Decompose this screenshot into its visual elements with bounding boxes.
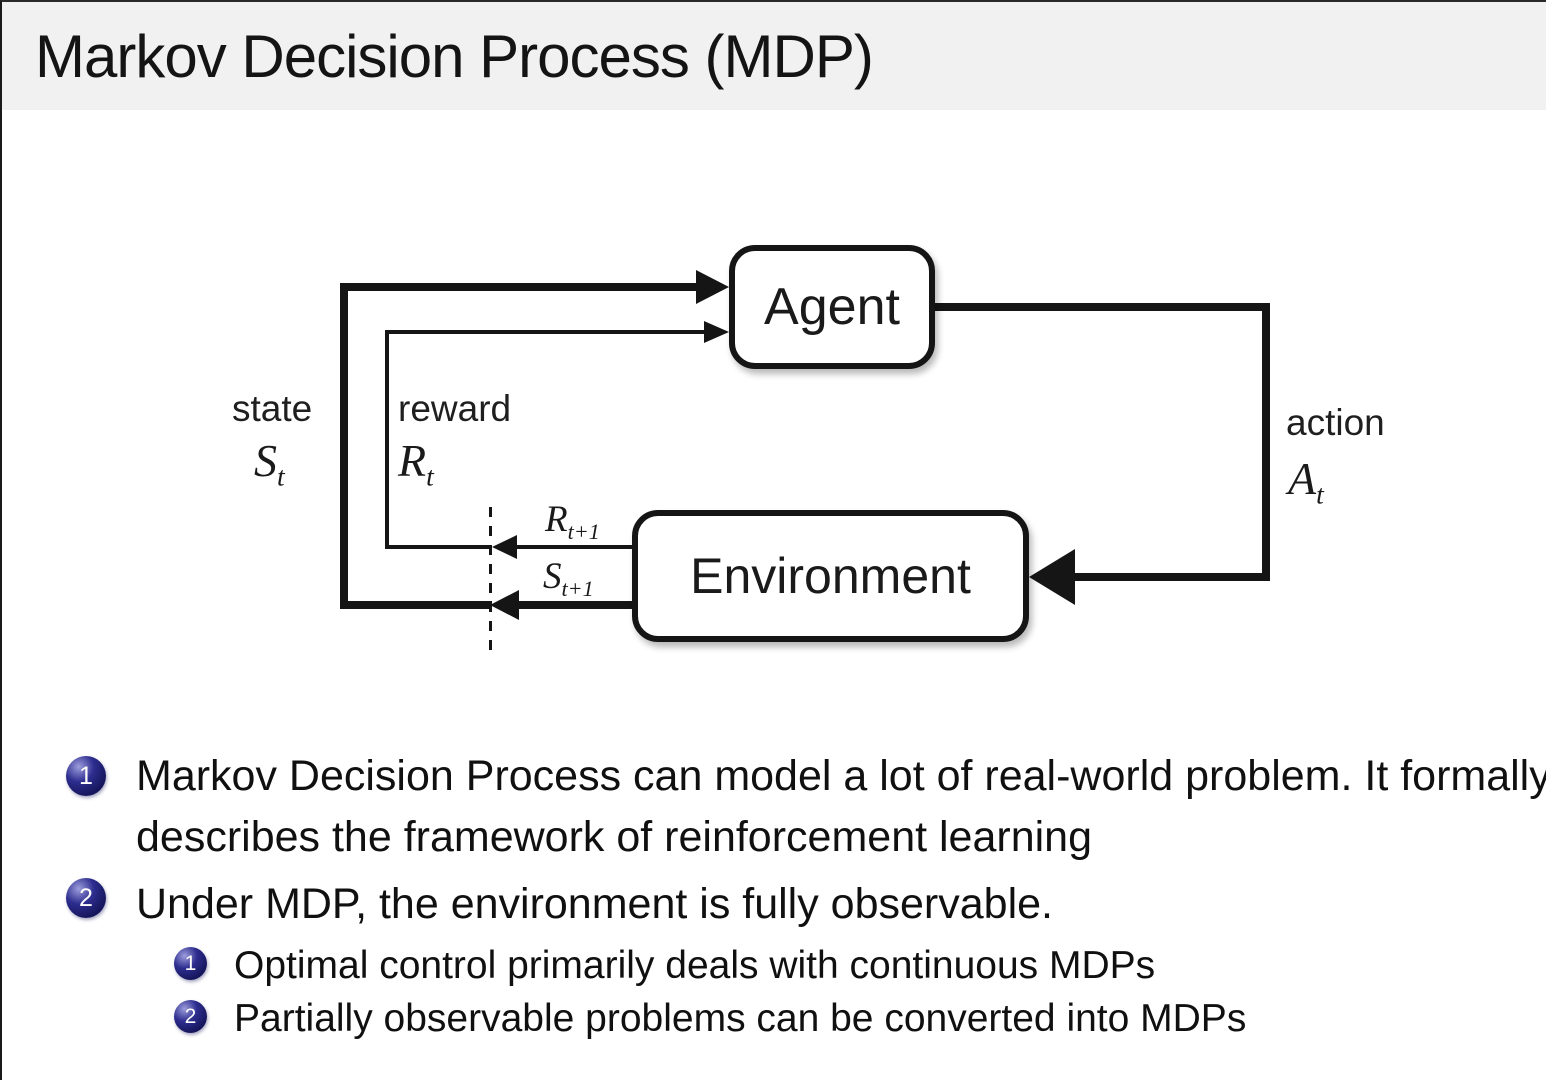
reward-line-left bbox=[385, 330, 389, 549]
slide-title-bar: Markov Decision Process (MDP) bbox=[2, 2, 1546, 110]
state-label: state bbox=[232, 388, 313, 429]
reward-line-top bbox=[385, 330, 707, 334]
action-line-top bbox=[935, 303, 1270, 311]
timestep-boundary-dashed-line bbox=[489, 507, 492, 655]
agent-box-label: Agent bbox=[764, 278, 900, 336]
bullet-2-text: Under MDP, the environment is fully obse… bbox=[136, 880, 1053, 928]
action-symbol: At bbox=[1288, 453, 1324, 510]
next-state-symbol: St+1 bbox=[543, 556, 594, 601]
sub-bullet-2-text: Partially observable problems can be con… bbox=[234, 997, 1247, 1040]
next-reward-line-right bbox=[516, 545, 632, 549]
action-to-environment-arrowhead bbox=[1029, 549, 1075, 605]
state-line-left bbox=[340, 283, 348, 609]
reward-to-agent-arrowhead bbox=[704, 321, 729, 343]
sub-bullet-1-text: Optimal control primarily deals with con… bbox=[234, 944, 1156, 987]
reward-symbol: Rt bbox=[398, 435, 434, 492]
bullet-1-number-ball: 1 bbox=[66, 756, 106, 796]
state-symbol: St bbox=[254, 435, 285, 492]
next-state-line-left bbox=[340, 601, 492, 609]
bullet-2-number-ball: 2 bbox=[66, 878, 106, 918]
reward-label: reward bbox=[398, 388, 512, 429]
sub-bullet-2-number-ball: 2 bbox=[174, 1000, 207, 1033]
next-state-line-right bbox=[518, 601, 632, 609]
next-reward-line-left bbox=[385, 545, 492, 549]
agent-box: Agent bbox=[729, 245, 935, 369]
environment-box-label: Environment bbox=[690, 548, 971, 604]
action-label: action bbox=[1286, 402, 1385, 443]
action-line-bottom bbox=[1074, 573, 1270, 581]
action-line-right bbox=[1262, 303, 1270, 581]
next-state-arrowhead bbox=[490, 590, 519, 620]
slide-title: Markov Decision Process (MDP) bbox=[35, 22, 874, 90]
sub-bullet-1-number-ball: 1 bbox=[174, 947, 207, 980]
environment-box: Environment bbox=[632, 510, 1029, 642]
bullet-1-text: Markov Decision Process can model a lot … bbox=[136, 752, 1546, 861]
next-reward-symbol: Rt+1 bbox=[545, 499, 600, 544]
state-line-top bbox=[340, 283, 702, 291]
state-to-agent-arrowhead bbox=[696, 270, 729, 304]
next-reward-arrowhead bbox=[492, 535, 517, 559]
